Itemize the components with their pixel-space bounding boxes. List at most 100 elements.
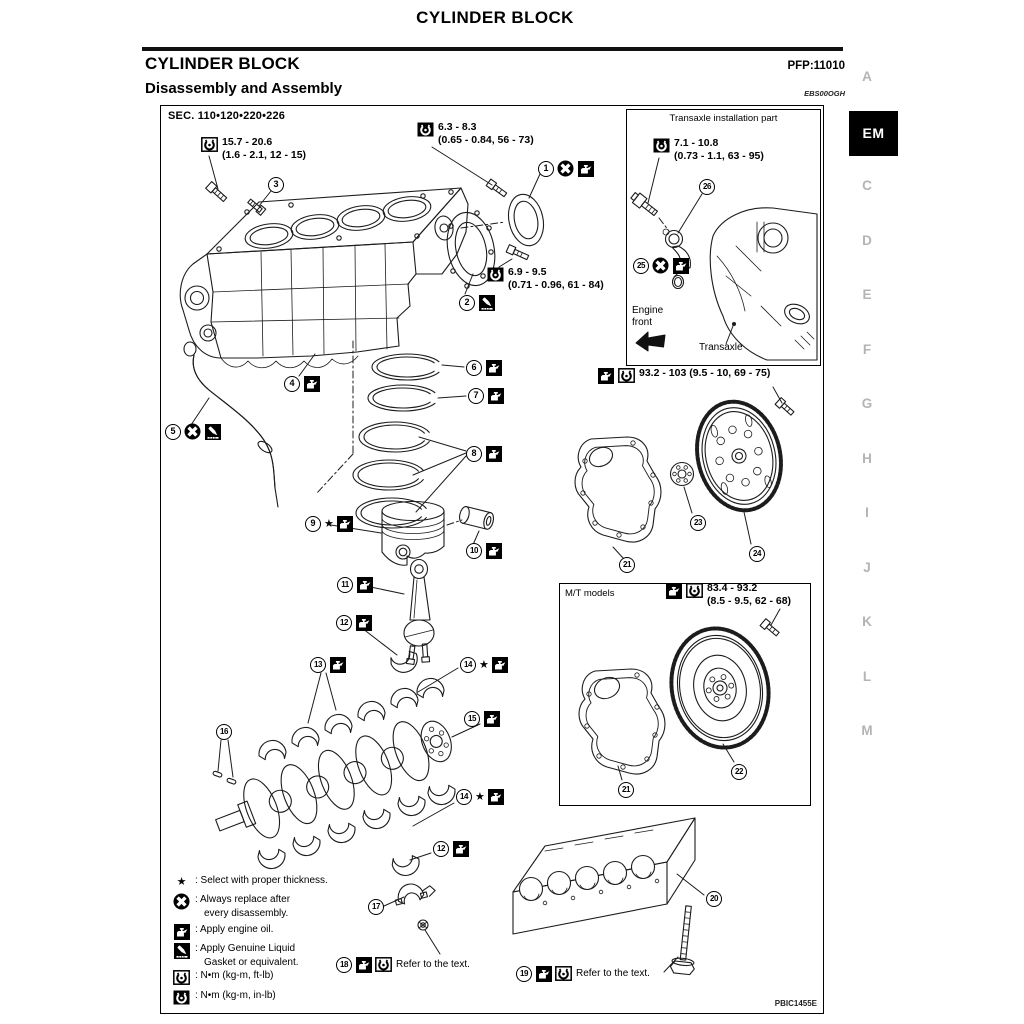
torque-spec-line: 6.3 - 8.3 (438, 121, 477, 133)
cap-bolt-head-drawing (417, 919, 429, 931)
torque-spec-s2: 6.3 - 8.3(0.65 - 0.84, 56 - 73) (417, 121, 534, 147)
callout-14-b: 14★ (456, 788, 505, 805)
section-tab-m: M (861, 723, 873, 738)
callout-23-badge: 23 (690, 514, 706, 531)
legend-row-torque-nm-inlb-icon: : N•m (kg-m, in-lb) (173, 989, 276, 1006)
section-tab-h: H (862, 451, 872, 466)
always-replace-icon (652, 257, 669, 274)
oil-level-gauge-tube-drawing (183, 341, 279, 508)
callout-26-badge: 26 (699, 178, 715, 195)
engine-oil-icon (356, 576, 373, 593)
callout-12-b: 12 (433, 840, 469, 857)
section-tab-em-active: EM (849, 110, 898, 156)
figure-code: PBIC1455E (774, 999, 817, 1008)
rear-plate-at-drawing (574, 436, 662, 543)
callout-17: 17 (368, 898, 384, 915)
select-thickness-star-icon: ★ (479, 658, 489, 671)
section-tab-l: L (862, 669, 872, 684)
rear-oil-seal-drawing (507, 193, 545, 247)
torque-nm-inlb-icon (173, 989, 190, 1006)
exploded-view-line-art (179, 146, 818, 976)
section-tab-g: G (861, 396, 873, 411)
legend-text: : N•m (kg-m, in-lb) (195, 990, 276, 1001)
torque-spec-line: 15.7 - 20.6 (222, 136, 273, 148)
legend-text: : Select with proper thickness. (195, 875, 328, 886)
callout-2: 2 (459, 294, 495, 311)
callout-6-badge: 6 (466, 359, 482, 376)
callout-11-badge: 11 (337, 576, 353, 593)
callout-12: 12 (336, 614, 372, 631)
torque-nm-inlb-icon (487, 266, 504, 283)
engine-oil-icon (665, 582, 682, 599)
section-tab-c: C (862, 178, 872, 193)
legend-text: : N•m (kg-m, ft-lb) (195, 970, 274, 981)
callout-5: 5 (165, 423, 221, 440)
callout-13-badge: 13 (310, 656, 326, 673)
callout-7: 7 (468, 387, 504, 404)
engine-oil-icon (452, 840, 469, 857)
callout-15-badge: 15 (464, 710, 480, 727)
bearing-shells-lower (254, 776, 460, 881)
header-rule (142, 47, 843, 51)
connecting-rod-drawing (403, 558, 435, 666)
callout-20: 20 (706, 890, 722, 907)
engine-oil-icon (303, 375, 320, 392)
torque-spec-line: (0.73 - 1.1, 63 - 95) (674, 150, 764, 162)
torque-spec-line: 7.1 - 10.8 (674, 137, 719, 149)
transaxle-part-label: Transaxle (699, 342, 743, 353)
engine-oil-icon (672, 257, 689, 274)
engine-oil-icon (485, 359, 502, 376)
mt-models-inset-title: M/T models (565, 588, 615, 599)
flywheel-drawing (669, 626, 771, 750)
select-thickness-star-icon: ★ (324, 517, 334, 530)
sec-label: SEC. 110•120•220•226 (168, 110, 286, 122)
legend-row-select-thickness-star-icon: ★ : Select with proper thickness. (173, 874, 328, 890)
piston-rings-drawing (352, 353, 443, 529)
always-replace-icon (173, 893, 190, 910)
torque-spec-line: 93.2 - 103 (9.5 - 10, 69 - 75) (639, 367, 771, 379)
engine-front-line2: front (632, 317, 653, 328)
engine-oil-icon (173, 923, 190, 940)
callout-25-badge: 25 (633, 257, 649, 274)
doc-code: EBS00OGH (804, 89, 845, 98)
crankshaft-keys-drawing (212, 770, 237, 785)
bolt-drawings-top (205, 178, 530, 261)
callout-4: 4 (284, 375, 320, 392)
torque-nm-ftlb-icon (173, 969, 190, 986)
legend-row-engine-oil-icon: : Apply engine oil. (173, 923, 273, 940)
callout-6: 6 (466, 359, 502, 376)
always-replace-icon (184, 423, 201, 440)
main-bearing-beam-drawing (512, 817, 696, 935)
callout-2-badge: 2 (459, 294, 475, 311)
callout-7-badge: 7 (468, 387, 484, 404)
section-tab-e: E (862, 287, 872, 302)
drive-plate-bolt-drawing (774, 397, 795, 416)
torque-nm-inlb-icon (417, 121, 434, 138)
callout-16: 16 (216, 723, 232, 740)
section-tab-i: I (865, 505, 869, 520)
section-tab-d: D (862, 233, 872, 248)
leader-lines (190, 146, 783, 973)
section-heading: CYLINDER BLOCK (145, 54, 300, 73)
torque-spec-line: 83.4 - 93.2 (707, 582, 758, 594)
engine-oil-icon (487, 387, 504, 404)
legend-text: Gasket or equivalent. (204, 956, 299, 968)
section-tab-f: F (862, 342, 872, 357)
torque-nm-ftlb-icon (375, 956, 392, 973)
select-thickness-star-icon: ★ (176, 876, 187, 888)
legend-text: : Always replace after (195, 894, 291, 905)
torque-spec-line: (8.5 - 9.5, 62 - 68) (707, 595, 792, 607)
engine-oil-icon (577, 160, 594, 177)
always-replace-icon (557, 160, 574, 177)
select-thickness-star-icon: ★ (475, 790, 485, 803)
callout-24-badge: 24 (749, 545, 765, 562)
callout-22: 22 (731, 763, 747, 780)
refer-text: Refer to the text. (396, 959, 470, 970)
callout-21-badge: 21 (618, 781, 634, 798)
callout-13: 13 (310, 656, 346, 673)
main-bearing-cap-bolt-drawing (669, 905, 695, 976)
engine-oil-icon (485, 445, 502, 462)
